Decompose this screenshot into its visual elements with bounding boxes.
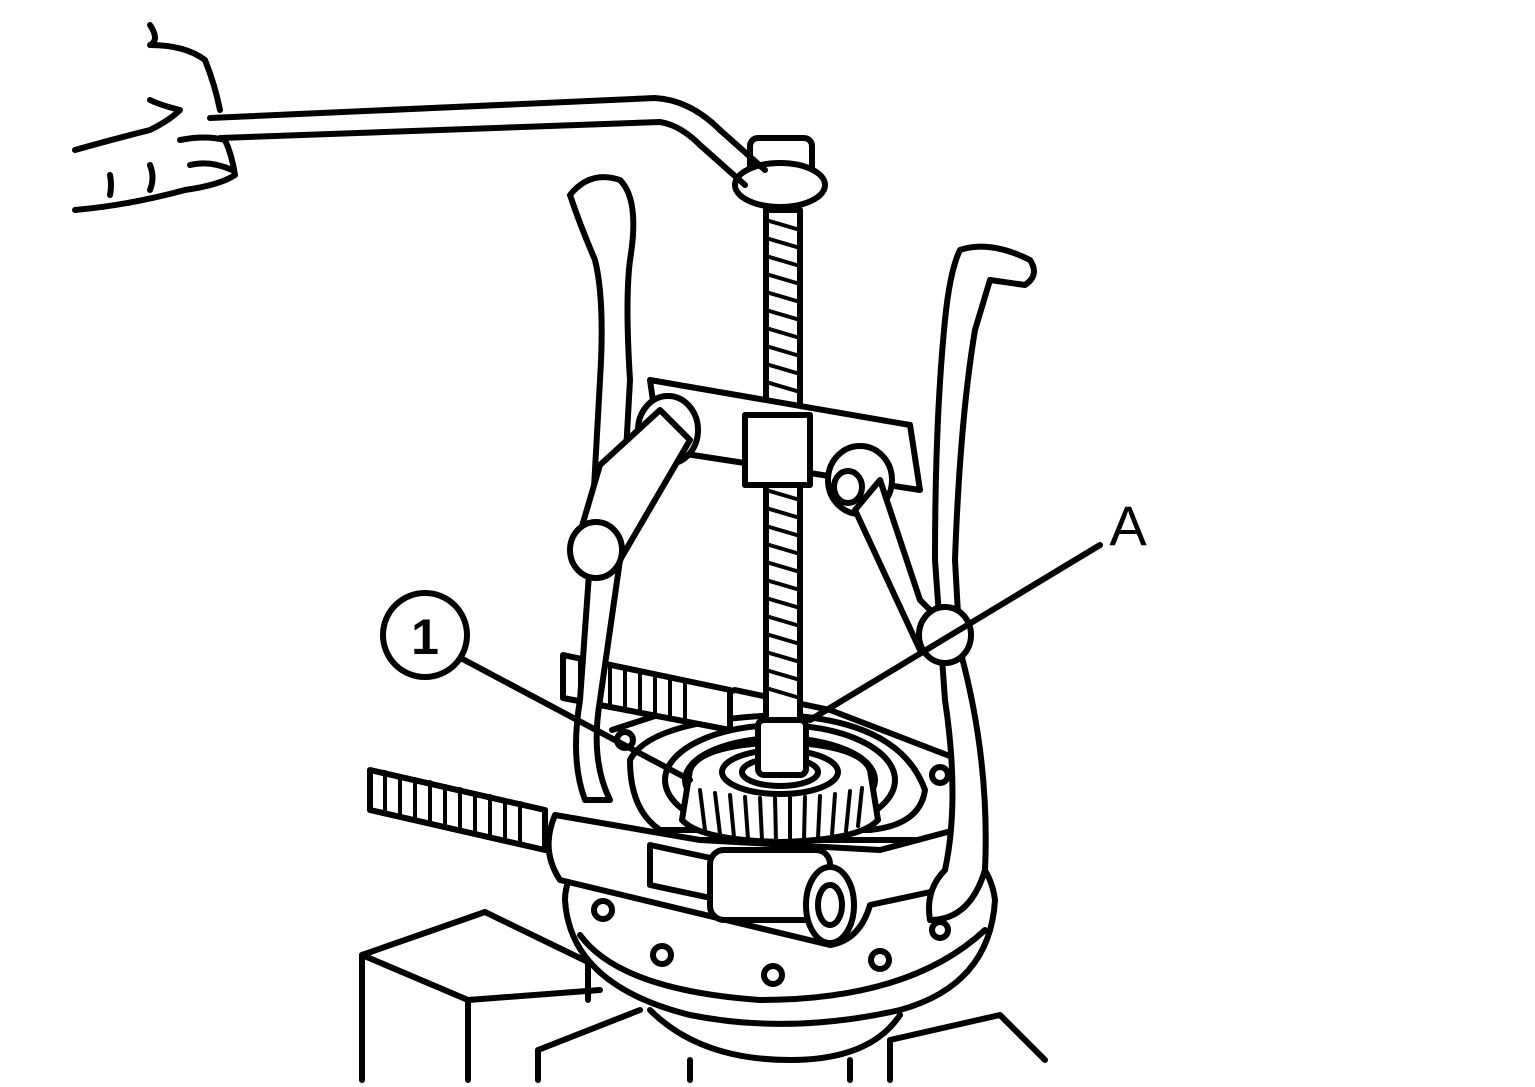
wrench-handle xyxy=(207,95,768,188)
callout-number: 1 xyxy=(411,609,439,665)
callout-1: 1 xyxy=(380,590,470,680)
leader-lines xyxy=(452,542,1103,783)
puller-arm-left xyxy=(567,174,693,803)
callout-circle xyxy=(380,590,470,680)
leader-line-1 xyxy=(452,652,693,783)
bearing-separator xyxy=(367,652,966,948)
callout-a: A xyxy=(1109,494,1147,557)
base-fixture xyxy=(359,909,1048,1083)
callout-letter: A xyxy=(1109,494,1147,557)
leader-line-a xyxy=(807,542,1103,723)
hand xyxy=(72,22,238,213)
bearing-cone xyxy=(679,739,881,845)
